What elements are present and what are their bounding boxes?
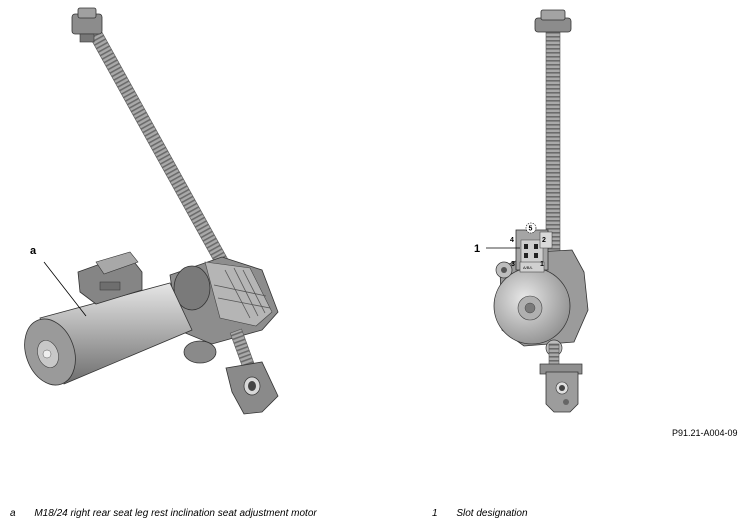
motor-connector [77,251,143,305]
motor-front-view: A/B/L 5 4 2 3 1 1 [474,9,589,413]
legend-item-a: a M18/24 right rear seat leg rest inclin… [10,508,317,519]
front-rod-top-nut [534,9,572,33]
legend-item-1: 1 Slot designation [432,508,528,519]
callout-a-leader [43,261,87,317]
legend-key-a: a [10,508,16,519]
pin-1-label: 1 [540,261,544,268]
motor-perspective-view: a [24,7,279,415]
figure-reference: P91.21-A004-09 [672,428,738,438]
side-fitting [183,340,217,364]
pin-4-label: 4 [510,237,514,244]
front-mounting-bracket [539,363,583,413]
pin-5-label: 5 [529,226,533,233]
legend-key-1: 1 [432,508,438,519]
callout-a: a [30,245,37,257]
legend-text-a: M18/24 right rear seat leg rest inclinat… [34,508,317,519]
pin-5-marker [525,222,537,234]
legend-text-1: Slot designation [456,508,528,519]
rod-top-nut [71,7,103,43]
mounting-bracket [225,361,279,415]
pin-2-label: 2 [542,237,546,244]
front-connector: A/B/L [515,229,553,273]
svg-text:A/B/L: A/B/L [523,265,534,270]
callout-1: 1 [474,243,480,255]
pin-3-label: 3 [511,261,515,268]
